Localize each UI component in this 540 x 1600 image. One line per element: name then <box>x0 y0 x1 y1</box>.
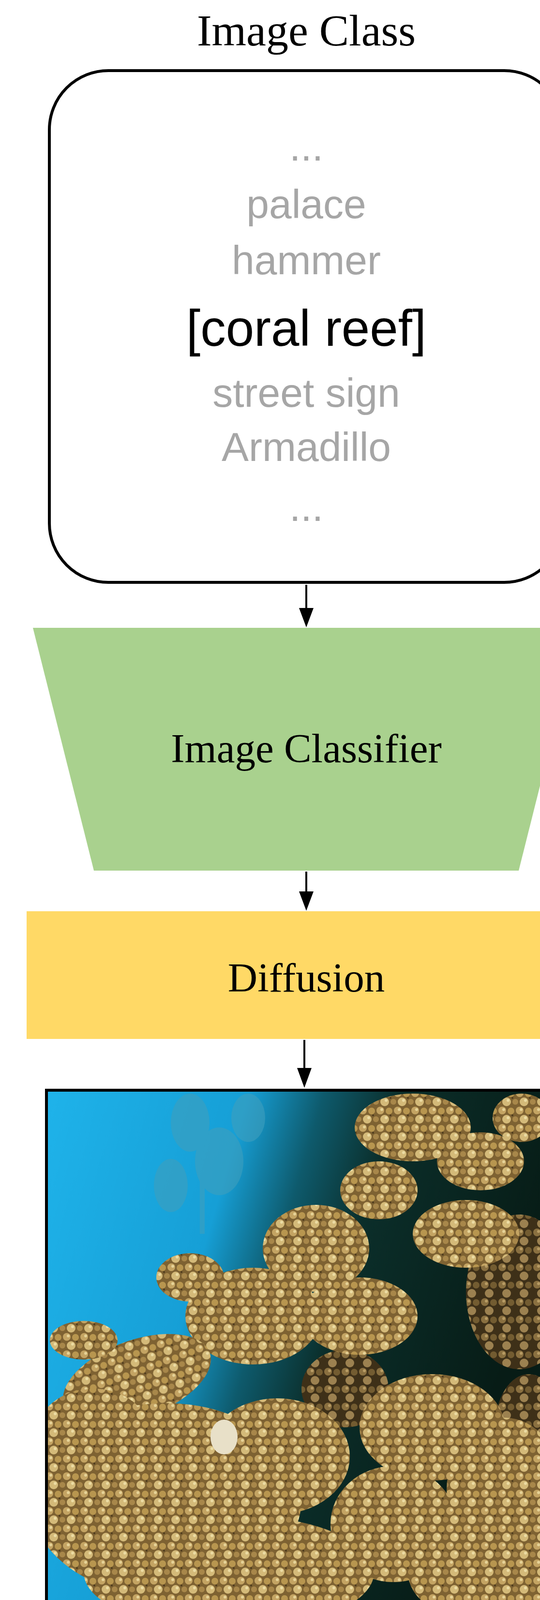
arrow-head <box>297 1068 312 1089</box>
node-text: [coral reef] <box>47 298 540 360</box>
coral-reef-photo <box>45 1089 540 1600</box>
node-text: hammer <box>47 236 540 285</box>
class-list-box: Image Class...palacehammer[coral reef]st… <box>47 69 540 585</box>
flow-arrow <box>299 871 314 912</box>
classifier-trapezoid: Image Classifier <box>32 628 540 871</box>
node-text: ... <box>47 482 540 532</box>
heading-label: Image Class <box>47 3 540 58</box>
node-text: ... <box>47 122 540 172</box>
node-text: Image Classifier <box>32 723 540 774</box>
node-text: Armadillo <box>47 422 540 472</box>
flow-arrow <box>299 585 314 628</box>
node-text: street sign <box>47 368 540 418</box>
arrow-line <box>303 1040 306 1071</box>
distant-coral <box>153 1094 266 1235</box>
node-text: palace <box>47 180 540 229</box>
white-coral <box>210 1420 238 1455</box>
coral-clusters <box>45 1094 540 1600</box>
image-border <box>46 1090 540 1600</box>
diffusion-box: Diffusion <box>26 911 540 1040</box>
node-text: Diffusion <box>26 953 540 1003</box>
